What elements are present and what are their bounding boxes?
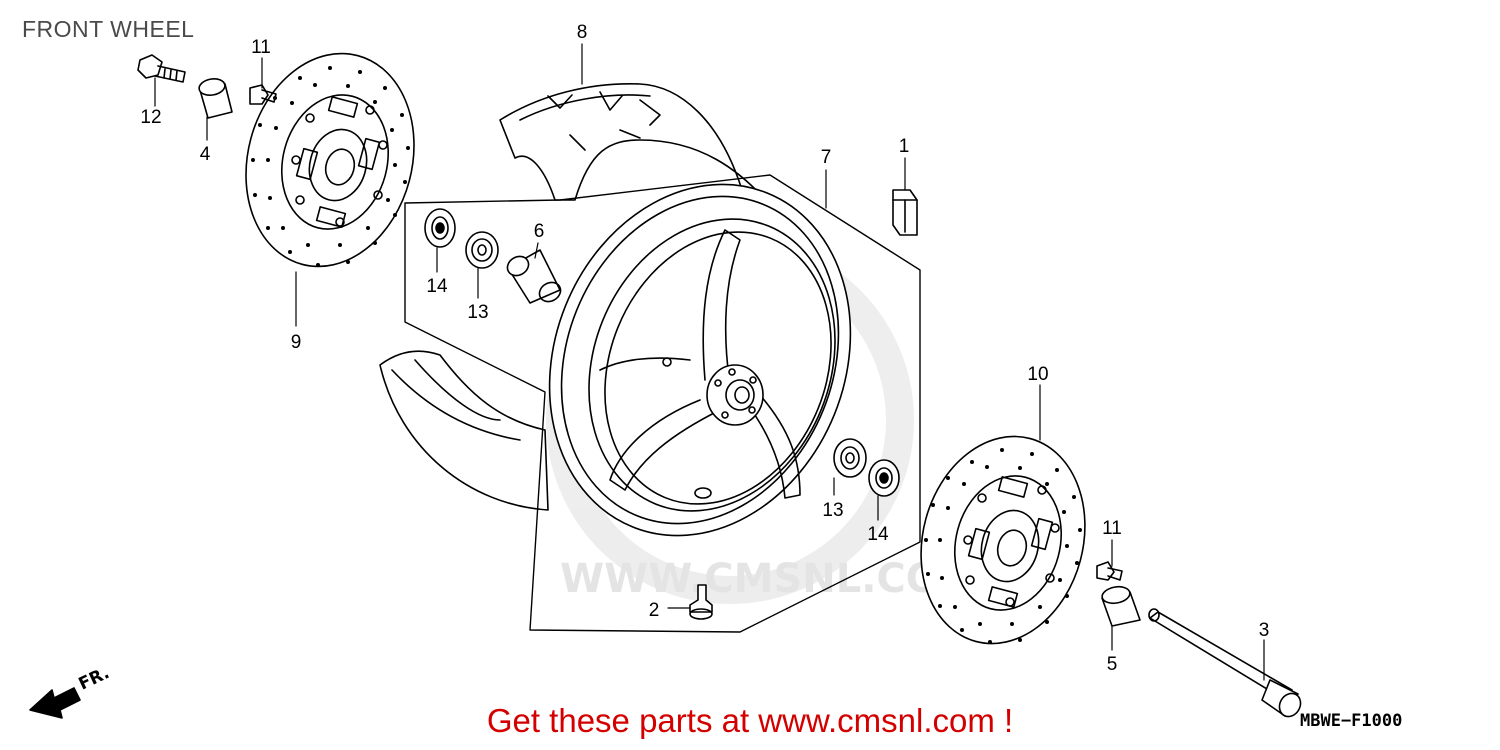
diagram-code: MBWE−F1000 [1300,711,1403,731]
page-title: FRONT WHEEL [22,16,195,42]
callout-3: 3 [1259,620,1270,641]
front-direction-arrow [29,687,81,719]
callout-labels: 1 2 3 4 5 6 7 8 9 10 11 11 12 13 13 14 1… [76,22,1270,695]
callout-4: 4 [200,144,211,165]
bearing-14-right [868,459,900,497]
callout-11-right: 11 [1102,518,1122,539]
callout-7: 7 [821,147,832,168]
callout-8: 8 [577,22,588,43]
callout-1: 1 [899,136,910,157]
callout-5: 5 [1107,654,1118,675]
brake-disc-left [245,52,415,268]
distance-collar [506,249,562,304]
promo-link[interactable]: Get these parts at www.cmsnl.com ! [486,702,1014,739]
callout-6: 6 [534,221,545,242]
callout-14-right: 14 [867,524,889,545]
callout-13-left: 13 [467,302,488,323]
callout-14-left: 14 [426,276,448,297]
bearing-13-right [833,438,867,478]
bearing-13-left [465,231,499,269]
side-collar-right [1101,585,1141,627]
leader-lines [154,43,1265,681]
bolt-11-right [1096,561,1123,581]
callout-2: 2 [649,600,660,621]
callout-13-right: 13 [822,500,843,521]
wheel-rim [548,183,852,537]
side-collar-left [198,78,233,119]
brake-disc-right [920,435,1086,645]
tire-lower-section [379,350,549,511]
bolt-11-left [249,84,277,105]
balance-weight [892,189,918,236]
callout-11-left: 11 [251,37,271,58]
bolt-12 [137,54,186,83]
callout-10: 10 [1027,364,1048,385]
direction-label: FR. [76,663,113,694]
assembly-outline [404,174,921,633]
callout-9: 9 [291,332,302,353]
front-axle [1148,608,1302,718]
watermark-text: WWW.CMSNL.CO [560,556,940,602]
bearing-14-left [424,208,456,248]
tire-valve [689,584,713,620]
callout-12: 12 [140,107,161,128]
